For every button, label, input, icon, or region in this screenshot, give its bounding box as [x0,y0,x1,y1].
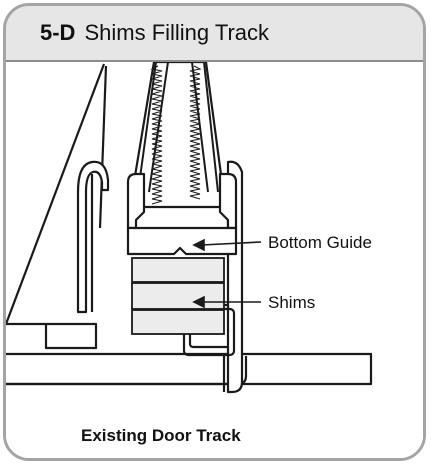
door-track-illustration: Bottom Guide Shims Existing Door Track [6,62,423,458]
bottom-guide-arrowhead [192,238,205,252]
left-hook-flange [76,160,110,314]
shim-3 [131,309,225,335]
figure-caption: Existing Door Track [81,426,241,445]
figure-title: Shims Filling Track [84,20,270,45]
bottom-guide-leader [201,241,262,246]
bottom-guide [126,172,238,256]
shims [131,257,225,335]
callout-leaders [192,238,262,309]
shim-2 [131,282,225,310]
bottom-guide-label: Bottom Guide [268,233,372,252]
shims-arrowhead [192,295,205,309]
figure-header: 5-D Shims Filling Track [6,6,423,62]
shim-1 [131,257,225,283]
weatherstrip-brushes [137,62,219,205]
step-number: 5-D [40,20,76,45]
shims-label: Shims [268,293,315,312]
figure-card: 5-D Shims Filling Track [3,3,426,461]
